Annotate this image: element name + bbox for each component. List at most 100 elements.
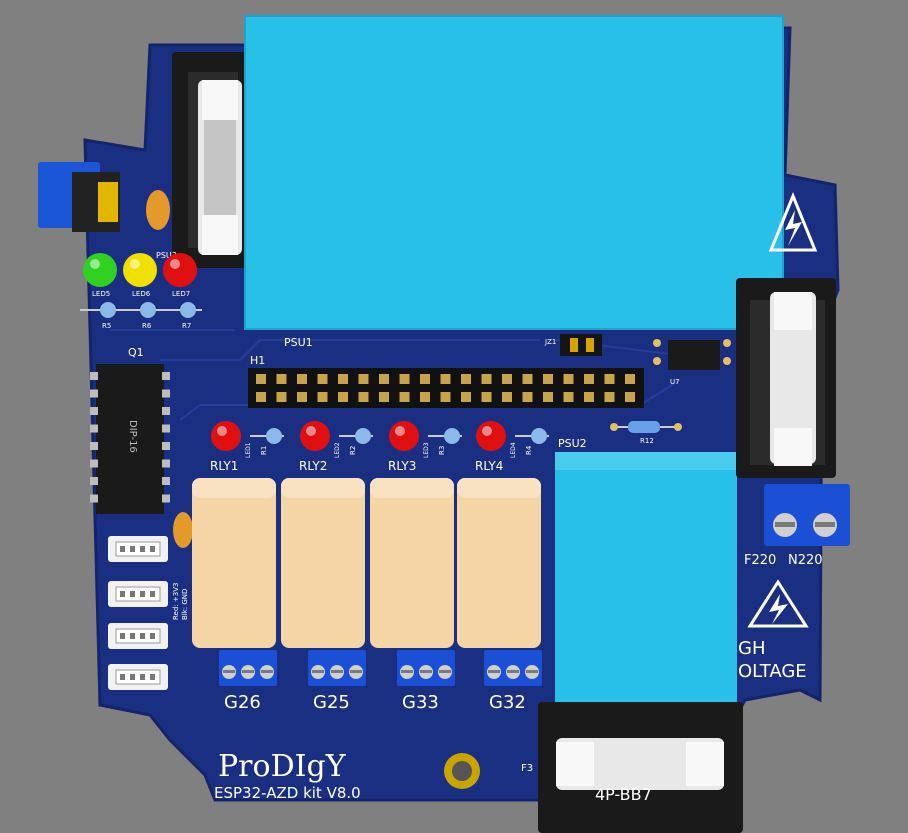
relay-terminal[interactable]: [308, 650, 366, 686]
h1-label: H1: [250, 354, 265, 367]
dip-pin: [90, 494, 98, 503]
header-pin: [461, 392, 471, 402]
sensor-connector[interactable]: [108, 581, 168, 607]
optocoupler-u7: [653, 339, 731, 370]
dip-pin: [90, 372, 98, 380]
relay-label: RLY2: [299, 459, 327, 473]
brand-logo: ProDIgY: [218, 749, 347, 784]
header-pin: [256, 392, 266, 402]
relay-terminal[interactable]: [219, 650, 277, 686]
status-led: [163, 253, 197, 287]
dip-pin: [90, 442, 98, 450]
terminal-live-label: F220: [744, 553, 776, 568]
header-pin: [461, 374, 471, 384]
psu2-module: [555, 452, 737, 742]
mains-terminal-block[interactable]: [764, 484, 850, 546]
sensor-legend-line2: Blk: GND: [181, 589, 189, 620]
relay-led: [476, 421, 506, 451]
header-pin: [399, 374, 410, 384]
status-resistor: [100, 302, 116, 318]
sensor-connector[interactable]: [108, 664, 168, 690]
dip-pin: [162, 459, 170, 468]
status-led: [83, 253, 117, 287]
relay-body: [370, 478, 454, 648]
header-pin: [420, 392, 430, 402]
header-pin: [522, 392, 533, 402]
relay-body: [192, 478, 276, 648]
u7-label: U7: [670, 378, 680, 386]
header-pin: [379, 392, 389, 402]
relay-terminal[interactable]: [484, 650, 542, 686]
relay-led-label: LED3: [423, 442, 430, 458]
header-pin: [522, 374, 533, 384]
header-pin: [604, 392, 615, 402]
fuse-holder-top-left: [172, 52, 252, 268]
jumper-jz1: [560, 334, 602, 356]
header-pin: [317, 392, 328, 402]
header-pin: [625, 392, 635, 402]
relay-led: [211, 421, 241, 451]
psu1-label: PSU1: [284, 336, 313, 349]
relay-label: RLY1: [210, 459, 238, 473]
hv-text-line2: OLTAGE: [738, 661, 807, 682]
capacitor-psu3: [146, 190, 170, 230]
relay-led-label: LED2: [334, 442, 341, 458]
header-pin: [481, 374, 492, 384]
sensor-connector[interactable]: [108, 623, 168, 649]
header-pin: [440, 392, 451, 402]
relay-resistor-label: R2: [349, 446, 357, 455]
pin-header-h1: [248, 368, 644, 408]
relay-resistor-label: R4: [525, 445, 533, 455]
header-pin: [584, 374, 594, 384]
status-led-label: LED6: [132, 290, 151, 298]
header-pin: [625, 374, 635, 384]
header-pin: [481, 392, 492, 402]
programming-connector: [38, 162, 120, 232]
status-led-label: LED5: [92, 290, 110, 298]
relay-gpio-label: G25: [313, 692, 350, 713]
dip-pin: [162, 477, 170, 485]
dip-pin: [162, 442, 170, 450]
header-pin: [276, 374, 287, 384]
relay-led-label: LED4: [510, 442, 517, 458]
dip-pin: [162, 424, 170, 433]
relay-led-label: LED1: [245, 442, 252, 458]
jz1-label: JZ1: [544, 338, 556, 346]
relay-gpio-label: G33: [402, 692, 439, 713]
status-resistor-label: R6: [142, 322, 152, 330]
header-pin: [502, 374, 512, 384]
sensor-legend-line1: Red: +3V3: [172, 583, 180, 620]
status-led: [123, 253, 157, 287]
header-pin: [358, 392, 369, 402]
relay-label: RLY4: [475, 459, 503, 473]
psu3-label: PSU3: [156, 251, 177, 260]
fuse-holder-right: [736, 278, 836, 478]
psu1-module: [245, 16, 783, 329]
header-pin: [399, 392, 410, 402]
relay-led: [389, 421, 419, 451]
dip16-label: DIP-16: [127, 420, 138, 453]
status-resistor: [140, 302, 156, 318]
header-pin: [543, 374, 553, 384]
header-pin: [317, 374, 328, 384]
sensor-connector[interactable]: [108, 536, 168, 562]
high-voltage-warning-icon: [747, 579, 809, 628]
sensor-connector-group: [108, 536, 168, 690]
dip-pin: [90, 389, 98, 398]
psu2-label: PSU2: [558, 437, 587, 450]
relay-terminal[interactable]: [397, 650, 455, 686]
header-pin: [297, 392, 307, 402]
f3-label: F3: [521, 763, 533, 774]
relay-label: RLY3: [388, 459, 416, 473]
q1-label: Q1: [128, 346, 144, 359]
status-resistor-label: R7: [182, 322, 191, 330]
relay-resistor: [266, 428, 282, 444]
dip-pin: [162, 389, 170, 398]
header-pin: [338, 374, 348, 384]
header-pin: [563, 374, 574, 384]
relay-resistor-label: R3: [438, 446, 446, 455]
header-pin: [256, 374, 266, 384]
